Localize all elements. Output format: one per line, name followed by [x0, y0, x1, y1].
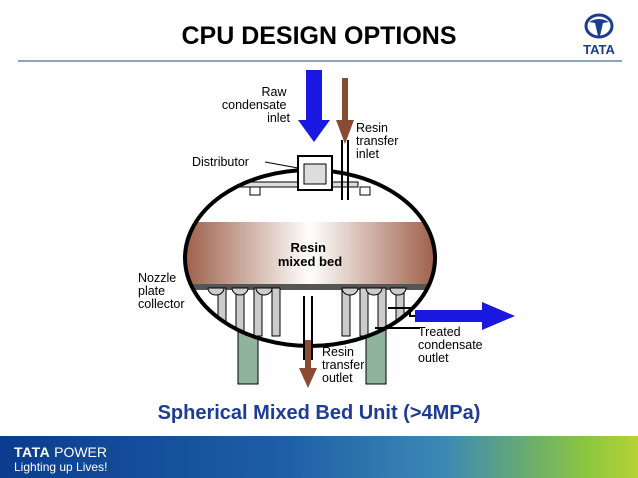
footer-brand: TATA POWER [14, 444, 107, 460]
resin-mixed-bed [185, 222, 435, 284]
resin-outlet-arrow [299, 340, 317, 388]
treated-outlet-arrow [415, 302, 515, 330]
logo-text: TATA [583, 42, 615, 57]
label-raw-condensate-inlet: Raw condensate inlet [222, 85, 291, 125]
raw-condensate-arrow [298, 70, 330, 142]
nozzle-strainers [207, 287, 407, 337]
footer-bar [0, 436, 638, 478]
label-nozzle-plate-collector: Nozzle plate collector [138, 271, 185, 311]
resin-inlet-arrow [336, 78, 354, 144]
tata-logo: TATA [583, 13, 615, 57]
diagram-caption: Spherical Mixed Bed Unit (>4MPa) [157, 402, 481, 424]
title-divider [18, 60, 622, 62]
label-resin-mixed-bed: Resin mixed bed [278, 240, 342, 269]
label-treated-condensate-outlet: Treated condensate outlet [418, 325, 486, 365]
footer-tagline: Lighting up Lives! [14, 460, 108, 474]
label-resin-transfer-inlet: Resin transfer inlet [356, 121, 402, 161]
label-resin-transfer-outlet: Resin transfer outlet [322, 345, 368, 385]
label-distributor: Distributor [192, 155, 249, 169]
slide-title: CPU DESIGN OPTIONS [181, 22, 457, 50]
vessel-diagram: Raw condensate inlet Resin transfer inle… [138, 70, 515, 388]
tata-logo-icon [584, 13, 614, 39]
